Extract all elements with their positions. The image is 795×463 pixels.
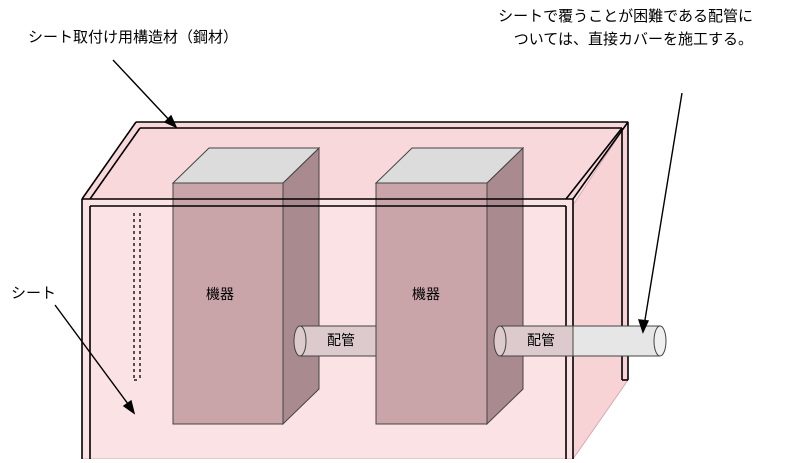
frame-label: シート取付け用構造材（鋼材） <box>28 28 239 46</box>
note-line-1: シートで覆うことが困難である配管に <box>498 7 753 25</box>
equipment-right <box>374 146 525 426</box>
equipment-left-side <box>282 146 320 426</box>
sheet-top-panel <box>81 121 629 200</box>
equipment-right-label: 機器 <box>412 287 440 303</box>
leader-frame <box>112 59 178 129</box>
frame-hidden-post <box>133 213 141 381</box>
pipe-left-label: 配管 <box>327 333 355 349</box>
note-line-2: ついては、直接カバーを施工する。 <box>513 30 753 48</box>
sheet-label: シート <box>11 284 57 302</box>
equipment-right-side <box>486 146 524 426</box>
frame-back <box>81 121 629 381</box>
pipe-left <box>293 325 377 357</box>
equipment-left-label: 機器 <box>206 287 234 303</box>
leader-sheet <box>54 304 136 415</box>
equipment-left <box>171 146 321 426</box>
pipe-right-label: 配管 <box>527 333 555 349</box>
leader-note <box>637 92 683 334</box>
pipe-right <box>493 325 574 357</box>
equipment-right-front <box>375 182 488 425</box>
pipe-cover <box>572 325 667 357</box>
equipment-left-front <box>172 182 284 425</box>
